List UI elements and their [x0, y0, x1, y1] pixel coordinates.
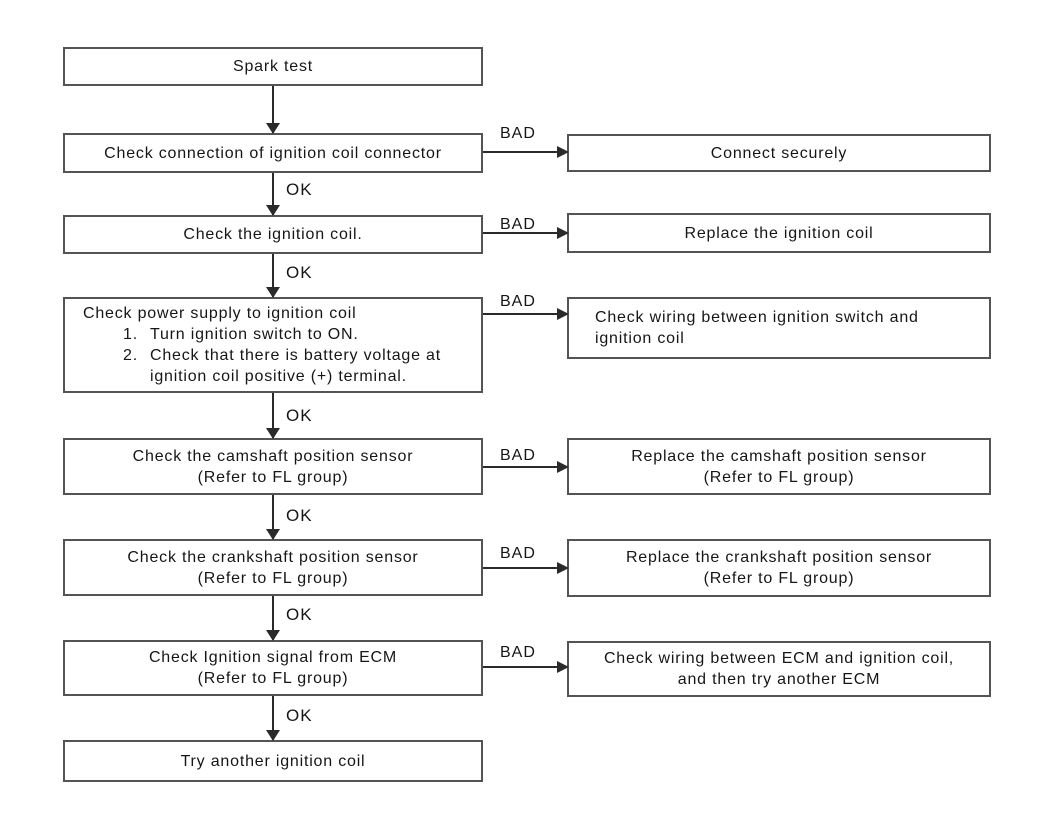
right-arrow-icon: [483, 461, 569, 473]
box-text: (Refer to FL group): [197, 468, 349, 486]
box-text: (Refer to FL group): [703, 570, 855, 587]
ok-edge-label: OK: [286, 706, 313, 725]
ok-edge-label: OK: [286, 180, 313, 199]
box-text: Replace the ignition coil: [684, 224, 874, 242]
flow-box-check-crankshaft-sensor: Check the crankshaft position sensor (Re…: [63, 539, 483, 596]
flow-box-connect-securely: Connect securely: [567, 134, 991, 172]
substep-text: ignition coil positive (+) terminal.: [150, 368, 407, 385]
bad-edge-label: BAD: [500, 125, 536, 142]
flow-box-try-another-ignition-coil: Try another ignition coil: [63, 740, 483, 782]
bad-edge-label: BAD: [500, 447, 536, 464]
box-text: Replace the camshaft position sensor: [631, 447, 927, 465]
box-text: Check Ignition signal from ECM: [148, 649, 398, 666]
ok-edge-label: OK: [286, 605, 313, 624]
down-arrow-icon: [266, 696, 280, 741]
bad-edge-label: BAD: [500, 293, 536, 310]
box-text: Connect securely: [710, 144, 848, 162]
flow-box-check-camshaft-sensor: Check the camshaft position sensor (Refe…: [63, 438, 483, 495]
box-text: Check the ignition coil.: [183, 226, 363, 243]
substep-text: Check that there is battery voltage at: [150, 347, 441, 364]
down-arrow-icon: [266, 495, 280, 540]
down-arrow-icon: [266, 173, 280, 216]
right-arrow-icon: [483, 308, 569, 320]
flow-box-check-ignition-signal-ecm: Check Ignition signal from ECM (Refer to…: [63, 640, 483, 696]
ok-edge-label: OK: [286, 406, 313, 425]
box-text: ignition coil: [595, 330, 685, 347]
flow-box-replace-crankshaft-sensor: Replace the crankshaft position sensor (…: [567, 539, 991, 597]
box-text: Check power supply to ignition coil: [83, 305, 357, 322]
box-text: Try another ignition coil: [180, 752, 366, 770]
right-arrow-icon: [483, 661, 569, 673]
flow-box-check-ignition-coil: Check the ignition coil.: [63, 215, 483, 254]
box-substep-1: 1. Turn ignition switch to ON.: [65, 324, 359, 345]
down-arrow-icon: [266, 393, 280, 439]
flow-box-replace-camshaft-sensor: Replace the camshaft position sensor (Re…: [567, 438, 991, 495]
box-text: and then try another ECM: [677, 671, 881, 688]
flow-box-check-connection: Check connection of ignition coil connec…: [63, 133, 483, 173]
bad-edge-label: BAD: [500, 216, 536, 233]
substep-number: 2.: [123, 347, 138, 364]
box-text: Replace the crankshaft position sensor: [625, 549, 933, 566]
box-text: (Refer to FL group): [703, 468, 855, 486]
right-arrow-icon: [483, 146, 569, 158]
box-text: Check the crankshaft position sensor: [127, 548, 419, 566]
box-text: Check wiring between ignition switch and: [595, 309, 919, 326]
flow-box-check-wiring-ignition-switch: Check wiring between ignition switch and…: [567, 297, 991, 359]
box-text: Spark test: [232, 58, 314, 75]
box-text: Check the camshaft position sensor: [132, 447, 414, 465]
ok-edge-label: OK: [286, 263, 313, 282]
flow-box-spark-test: Spark test: [63, 47, 483, 86]
substep-text: Turn ignition switch to ON.: [150, 326, 359, 343]
right-arrow-icon: [483, 562, 569, 574]
box-substep-2: 2. Check that there is battery voltage a…: [65, 345, 441, 387]
down-arrow-icon: [266, 86, 280, 134]
flow-box-check-power-supply: Check power supply to ignition coil 1. T…: [63, 297, 483, 393]
box-text: (Refer to FL group): [197, 569, 349, 587]
box-text: Check wiring between ECM and ignition co…: [603, 650, 955, 667]
flow-box-replace-ignition-coil: Replace the ignition coil: [567, 213, 991, 253]
down-arrow-icon: [266, 254, 280, 298]
substep-number: 1.: [123, 326, 138, 343]
flow-box-check-wiring-ecm: Check wiring between ECM and ignition co…: [567, 641, 991, 697]
down-arrow-icon: [266, 596, 280, 641]
ok-edge-label: OK: [286, 506, 313, 525]
box-text: Check connection of ignition coil connec…: [104, 144, 442, 162]
right-arrow-icon: [483, 227, 569, 239]
bad-edge-label: BAD: [500, 644, 536, 661]
bad-edge-label: BAD: [500, 545, 536, 562]
box-text: (Refer to FL group): [197, 670, 349, 687]
